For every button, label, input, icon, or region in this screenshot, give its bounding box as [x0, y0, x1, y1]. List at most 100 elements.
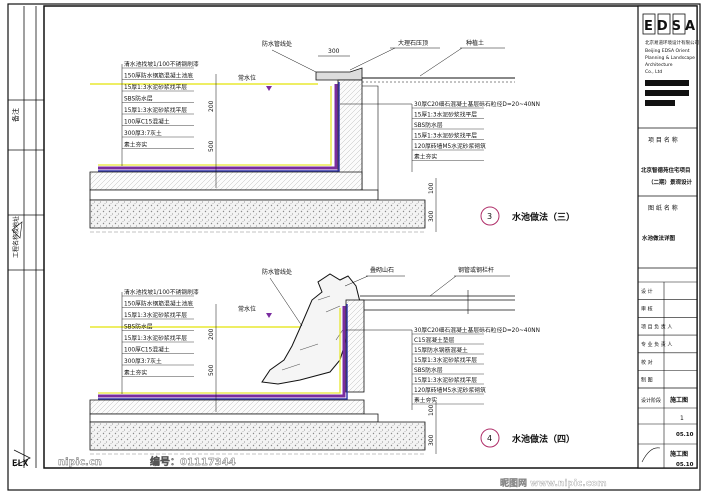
water-level-4: 常水位 — [238, 305, 256, 313]
watermark-right: 昵图网 www.nipic.com — [500, 478, 607, 489]
title-block: EDSA 北京易道环境设计有限公司 Beijing EDSA Orient Pl… — [637, 5, 699, 469]
date-value: 05.10 — [676, 432, 694, 438]
layer-4-right-4: SBS防水层 — [414, 366, 443, 374]
title-row-5: 制 图 — [641, 377, 653, 384]
layer-3-left-7: 素土夯实 — [124, 141, 147, 149]
title-row-0: 设 计 — [641, 288, 653, 295]
detail-3-title: 水池做法（三） — [512, 211, 575, 223]
drawing-label: 图 纸 名 称 — [648, 204, 678, 212]
company-line-3: Architecture — [645, 62, 673, 68]
gravel-base-4 — [89, 421, 426, 451]
watermark-left: nipic.cn — [58, 457, 102, 468]
title-row-3: 专 业 负 责 人 — [641, 341, 672, 348]
layer-3-right-3: 15厚1:3水泥砂浆找平层 — [414, 132, 477, 140]
rail-4 — [360, 295, 515, 311]
scale-value: 1 — [680, 415, 684, 422]
dim-3-3: 300 — [428, 210, 435, 222]
layer-4-left-2: 15厚1:3水泥砂浆找平层 — [124, 311, 187, 319]
dim-3-1: 500 — [208, 140, 215, 152]
note-4-0: 防水管线处 — [262, 268, 292, 276]
layer-3-left-0: 清水池找坡1/100不锈钢刷漆 — [124, 60, 199, 68]
company-line-1: Beijing EDSA Orient — [645, 48, 690, 54]
note-4-2: 钢管或钢栏杆 — [458, 266, 494, 274]
gravel-base-3 — [89, 199, 426, 229]
note-3-0: 防水管线处 — [262, 40, 292, 48]
membrane-4 — [98, 306, 346, 398]
logo: EDSA — [642, 13, 699, 35]
layer-4-left-6: 300厚3:7灰土 — [124, 357, 162, 365]
layer-3-right-0: 30厚C20细石混凝土基层砾石粒径D=20~40NN — [414, 100, 540, 108]
slab-4 — [89, 399, 365, 415]
company-line-4: Co., Ltd — [645, 69, 662, 75]
note-3-1: 300 — [328, 48, 340, 55]
callout-circle-4 — [480, 428, 500, 448]
title-row-2: 项 目 负 责 人 — [641, 323, 672, 330]
note-3-2: 大理石压顶 — [398, 39, 428, 47]
stage-value-2: 施工图 — [670, 450, 688, 458]
layer-4-right-7: 素土夯实 — [414, 396, 437, 404]
redacted-bar-3 — [645, 100, 675, 106]
title-row-4: 校 对 — [641, 359, 653, 366]
layer-4-right-3: 15厚1:3水泥砂浆找平层 — [414, 356, 477, 364]
project-name-2: （二期）景观设计 — [648, 178, 693, 186]
layer-3-right-2: SBS防水层 — [414, 121, 443, 129]
layer-3-left-2: 15厚1:3水泥砂浆找平层 — [124, 83, 187, 91]
coping-stone-3 — [315, 67, 363, 81]
layer-4-left-1: 150厚防水钢筋混凝土池底 — [124, 300, 193, 308]
svg-text:ELX: ELX — [12, 459, 29, 469]
detail-4-title: 水池做法（四） — [512, 433, 575, 445]
callout-number-4: 4 — [487, 434, 492, 443]
layer-4-right-1: C15混凝土垫层 — [414, 336, 455, 344]
dim-4-3: 300 — [428, 434, 435, 446]
layer-4-left-3: SBS防水层 — [124, 323, 153, 331]
layer-4-right-0: 30厚C20细石混凝土基层砾石粒径D=20~40NN — [414, 326, 540, 334]
dim-4-2: 100 — [428, 404, 435, 416]
layer-4-left-7: 素土夯实 — [124, 369, 147, 377]
layer-3-left-5: 100厚C15混凝土 — [124, 118, 170, 126]
strip-label-top: 备注 — [11, 108, 20, 122]
company-line-0: 北京易道环境设计有限公司 — [645, 39, 699, 46]
stage-label: 设计阶段 — [641, 397, 661, 404]
callout-circle-3 — [480, 206, 500, 226]
title-row-1: 审 核 — [641, 306, 653, 313]
slab-3 — [89, 171, 363, 191]
dim-3-0: 200 — [208, 100, 215, 112]
detail-3: 防水管线处 300 大理石压顶 种植土 常水位 200 500 100 300 … — [89, 39, 575, 233]
dim-3-2: 100 — [428, 182, 435, 194]
left-strip: 备注 工程名称及地址 ELX — [7, 4, 44, 470]
drawing-name: 水池做法详图 — [642, 234, 676, 242]
layer-4-right-5: 15厚1:3水泥砂浆找平层 — [414, 376, 477, 384]
redacted-bar-2 — [645, 90, 689, 96]
dim-4-0: 200 — [208, 328, 215, 340]
layer-4-left-4: 15厚1:3水泥砂浆找平层 — [124, 334, 187, 342]
layer-3-right-4: 120厚砖墙M5水泥砂浆砌筑 — [414, 142, 486, 150]
note-4-1: 叠砌山石 — [370, 266, 394, 274]
layer-4-left-0: 清水池找坡1/100不锈钢刷漆 — [124, 288, 199, 296]
layer-3-left-3: SBS防水层 — [124, 95, 153, 103]
project-name-1: 北京智德苑住宅项目 — [641, 166, 691, 174]
dim-4-1: 500 — [208, 364, 215, 376]
watermark-id: 编号：01117344 — [150, 455, 236, 468]
watermark: nipic.cn 编号：01117344 昵图网 www.nipic.com — [58, 455, 607, 489]
layer-3-right-1: 15厚1:3水泥砂浆找平层 — [414, 111, 477, 119]
layer-3-left-6: 300厚3:7灰土 — [124, 129, 162, 137]
callout-number-3: 3 — [487, 212, 492, 221]
layer-3-right-5: 素土夯实 — [414, 153, 437, 161]
membrane-3 — [98, 84, 338, 170]
strip-label-mid: 工程名称及地址 — [12, 216, 20, 258]
company-line-2: Planning & Landscape — [645, 55, 695, 61]
note-3-3: 种植土 — [466, 39, 484, 47]
logo-text: EDSA — [644, 19, 699, 34]
water-level-3: 常水位 — [238, 74, 256, 82]
redacted-bar-1 — [645, 80, 689, 86]
layer-4-right-6: 120厚砖墙M5水泥砂浆砌筑 — [414, 386, 486, 394]
layer-4-left-5: 100厚C15混凝土 — [124, 346, 170, 354]
layer-3-left-1: 150厚防水钢筋混凝土池底 — [124, 72, 193, 80]
layer-4-right-2: 15厚防水钢筋混凝土 — [414, 346, 468, 354]
date-value-2: 05.10 — [676, 462, 694, 468]
project-label: 项 目 名 称 — [648, 136, 678, 144]
layer-3-left-4: 15厚1:3水泥砂浆找平层 — [124, 106, 187, 114]
stage-value: 施工图 — [670, 396, 688, 404]
detail-4: 防水管线处 叠砌山石 钢管或钢栏杆 常水位 200 500 100 300 清水… — [89, 266, 575, 455]
